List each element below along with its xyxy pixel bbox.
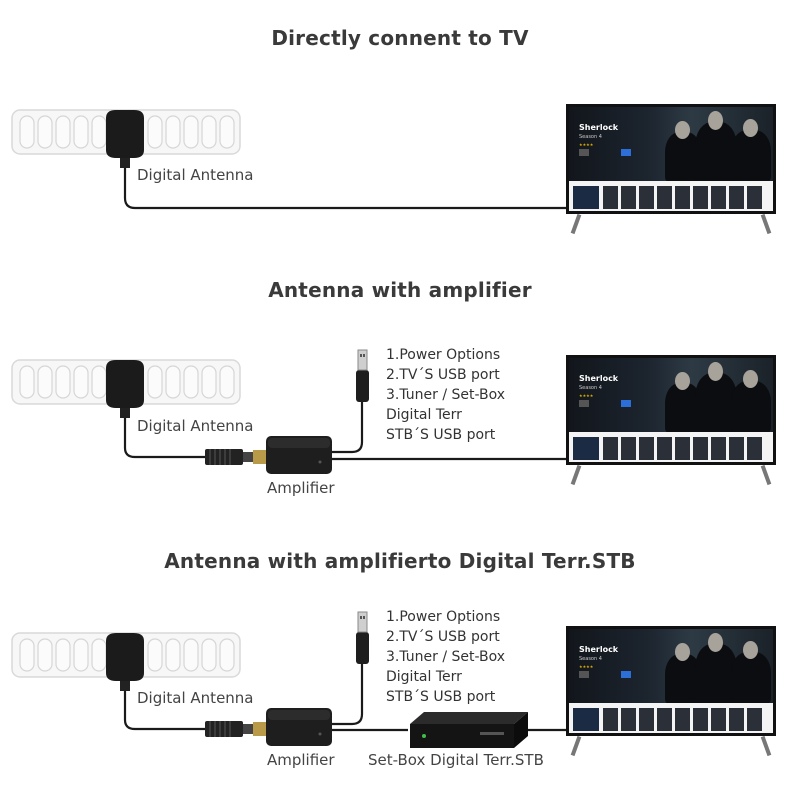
usb-note: 1.Power Options — [386, 607, 505, 627]
tv-show-title: Sherlock — [579, 645, 618, 654]
tv-show-subtitle: Season 4 — [579, 385, 602, 391]
tv-screen: Sherlock Season 4 ★★★★ — [566, 355, 776, 465]
antenna-label: Digital Antenna — [137, 689, 254, 707]
usb-cable — [332, 402, 362, 452]
usb-cable — [332, 664, 362, 724]
usb-note: STB´S USB port — [386, 425, 505, 445]
tv-screen: Sherlock Season 4 ★★★★ — [566, 104, 776, 214]
set-top-box-icon — [410, 712, 528, 748]
tv-show-title: Sherlock — [579, 123, 618, 132]
tv-show-subtitle: Season 4 — [579, 134, 602, 140]
tv-screen: Sherlock Season 4 ★★★★ — [566, 626, 776, 736]
amplifier-icon — [266, 436, 332, 474]
usb-plug-icon — [356, 612, 369, 664]
antenna-label: Digital Antenna — [137, 166, 254, 184]
section-title: Antenna with amplifierto Digital Terr.ST… — [0, 549, 800, 573]
tv-show-subtitle: Season 4 — [579, 656, 602, 662]
tv-show-title: Sherlock — [579, 374, 618, 383]
usb-plug-icon — [356, 350, 369, 402]
usb-note: Digital Terr — [386, 405, 505, 425]
antenna-icon — [12, 633, 240, 691]
usb-note: 3.Tuner / Set-Box — [386, 385, 505, 405]
stb-label: Set-Box Digital Terr.STB — [368, 751, 544, 769]
tv-icon: Sherlock Season 4 ★★★★ — [566, 104, 776, 237]
usb-note: 2.TV´S USB port — [386, 627, 505, 647]
antenna-label: Digital Antenna — [137, 417, 254, 435]
tv-icon: Sherlock Season 4 ★★★★ — [566, 355, 776, 488]
antenna-icon — [12, 360, 240, 418]
amplifier-label: Amplifier — [267, 751, 335, 769]
antenna-icon — [12, 110, 240, 168]
tv-icon: Sherlock Season 4 ★★★★ — [566, 626, 776, 759]
amplifier-icon — [266, 708, 332, 746]
usb-power-notes: 1.Power Options 2.TV´S USB port 3.Tuner … — [386, 607, 505, 707]
section-title: Antenna with amplifier — [0, 278, 800, 302]
coax-connector-icon — [205, 449, 267, 465]
usb-note: 1.Power Options — [386, 345, 505, 365]
usb-note: 3.Tuner / Set-Box — [386, 647, 505, 667]
coax-connector-icon — [205, 721, 267, 737]
usb-note: 2.TV´S USB port — [386, 365, 505, 385]
usb-note: Digital Terr — [386, 667, 505, 687]
usb-note: STB´S USB port — [386, 687, 505, 707]
section-title: Directly connent to TV — [0, 26, 800, 50]
usb-power-notes: 1.Power Options 2.TV´S USB port 3.Tuner … — [386, 345, 505, 445]
amplifier-label: Amplifier — [267, 479, 335, 497]
